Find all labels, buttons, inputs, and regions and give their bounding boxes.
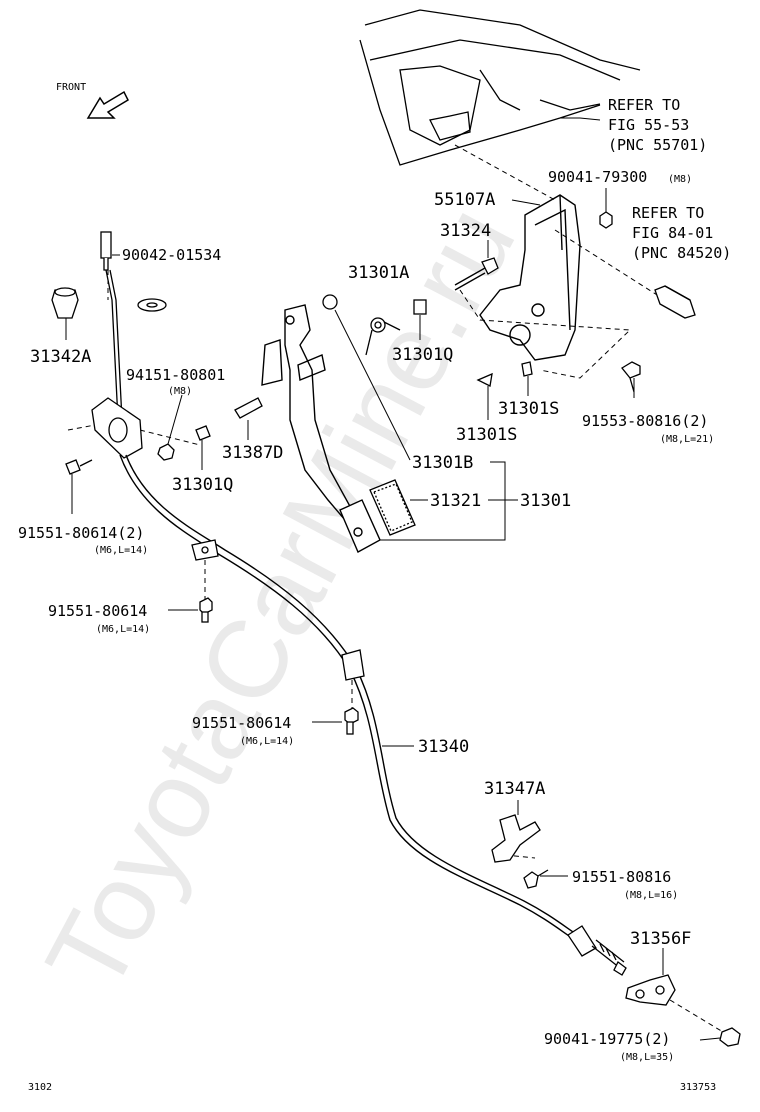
part-91551-80614-b-note: (M6,L=14): [240, 736, 294, 747]
part-91551-80816-note: (M8,L=16): [624, 890, 678, 901]
part-31340: 31340: [418, 737, 469, 757]
spring-31301A-drawing: [365, 317, 401, 356]
part-31347A: 31347A: [484, 779, 545, 799]
part-31301Q-a: 31301Q: [392, 345, 453, 365]
part-90042-01534: 90042-01534: [122, 246, 221, 264]
body-panel-drawing: [359, 9, 641, 166]
pedal-pad-31321-drawing: [369, 479, 416, 536]
nut-94151-80801-drawing: [157, 443, 175, 461]
clip-31301S-drawing: [476, 361, 533, 387]
part-31387D: 31387D: [222, 443, 283, 463]
refer1-line3: (PNC 55701): [608, 136, 707, 154]
bolt-90041-19775-drawing: [719, 1027, 741, 1047]
stop-switch-drawing: [654, 285, 696, 319]
part-91551-80614-b: 91551-80614: [192, 714, 291, 732]
bracket-31347A-drawing: [491, 814, 541, 863]
part-94151-80801-note: (M8): [168, 386, 192, 397]
bushing-31301Q-lower-drawing: [195, 425, 211, 441]
bolt-91553-80816-drawing: [621, 361, 641, 393]
part-31356F: 31356F: [630, 929, 691, 949]
part-31301S-b: 31301S: [456, 425, 517, 445]
part-31301S-a: 31301S: [498, 399, 559, 419]
refer1-line2: FIG 55-53: [608, 116, 689, 134]
part-91551-80614-a-note: (M6,L=14): [96, 624, 150, 635]
bolt-91551-80614-2-drawing: [65, 459, 93, 475]
footer-left-code: 3102: [28, 1082, 52, 1093]
washer-90042-01534-drawing: [137, 298, 167, 312]
bolt-91551-80816-drawing: [523, 869, 549, 889]
clevis-drawing: [100, 231, 112, 271]
cable-end-drawing: [567, 925, 627, 976]
front-label: FRONT: [56, 82, 86, 93]
push-rod-drawing: [105, 269, 123, 421]
bolt-31324-drawing: [454, 257, 499, 291]
leader-90041-19775: [699, 1037, 721, 1041]
part-94151-80801: 94151-80801: [126, 366, 225, 384]
part-91553-80816-note: (M8,L=21): [660, 434, 714, 445]
bracket-31356F-drawing: [625, 974, 676, 1006]
part-90041-79300: 90041-79300: [548, 168, 647, 186]
bolt-91551-80614-a-drawing: [199, 597, 213, 623]
part-91551-80816: 91551-80816: [572, 868, 671, 886]
part-91551-80614-2-note: (M6,L=14): [94, 545, 148, 556]
cable-clamp-1-drawing: [191, 539, 219, 561]
cable-clamp-2-drawing: [341, 649, 365, 681]
part-90041-19775: 90041-19775(2): [544, 1030, 670, 1048]
front-arrow-icon: [86, 90, 129, 119]
part-31324: 31324: [440, 221, 491, 241]
part-31301Q-b: 31301Q: [172, 475, 233, 495]
part-31321: 31321: [430, 491, 481, 511]
footer-right-code: 313753: [680, 1082, 716, 1093]
part-31301B: 31301B: [412, 453, 473, 473]
leader-94151-80801: [167, 394, 183, 445]
bushing-31301Q-top-drawing: [413, 299, 427, 315]
leader-refer1: [560, 117, 601, 121]
part-91551-80614-a: 91551-80614: [48, 602, 147, 620]
part-91551-80614-2: 91551-80614(2): [18, 524, 144, 542]
grommet-31342A-drawing: [51, 287, 79, 319]
ball-31301B-drawing: [322, 294, 338, 310]
refer1-line1: REFER TO: [608, 96, 680, 114]
pin-31387D-drawing: [234, 397, 263, 419]
refer2-line3: (PNC 84520): [632, 244, 731, 262]
refer2-line1: REFER TO: [632, 204, 704, 222]
part-31301: 31301: [520, 491, 571, 511]
part-91553-80816: 91553-80816(2): [582, 412, 708, 430]
leader-55107A: [511, 199, 541, 206]
part-31301A: 31301A: [348, 263, 409, 283]
nut-90041-79300-drawing: [599, 211, 613, 229]
watermark: ToyotaCarMine.ru: [23, 187, 539, 1011]
leader-31301B: [334, 309, 411, 461]
cylinder-flange-drawing: [91, 397, 143, 459]
part-31342A: 31342A: [30, 347, 91, 367]
part-90041-79300-note: (M8): [668, 174, 692, 185]
part-55107A: 55107A: [434, 190, 495, 210]
bolt-91551-80614-b-drawing: [344, 707, 359, 735]
group-bracket-31301: [380, 461, 518, 541]
part-90041-19775-note: (M8,L=35): [620, 1052, 674, 1063]
pedal-bracket-drawing: [479, 194, 581, 361]
refer2-line2: FIG 84-01: [632, 224, 713, 242]
